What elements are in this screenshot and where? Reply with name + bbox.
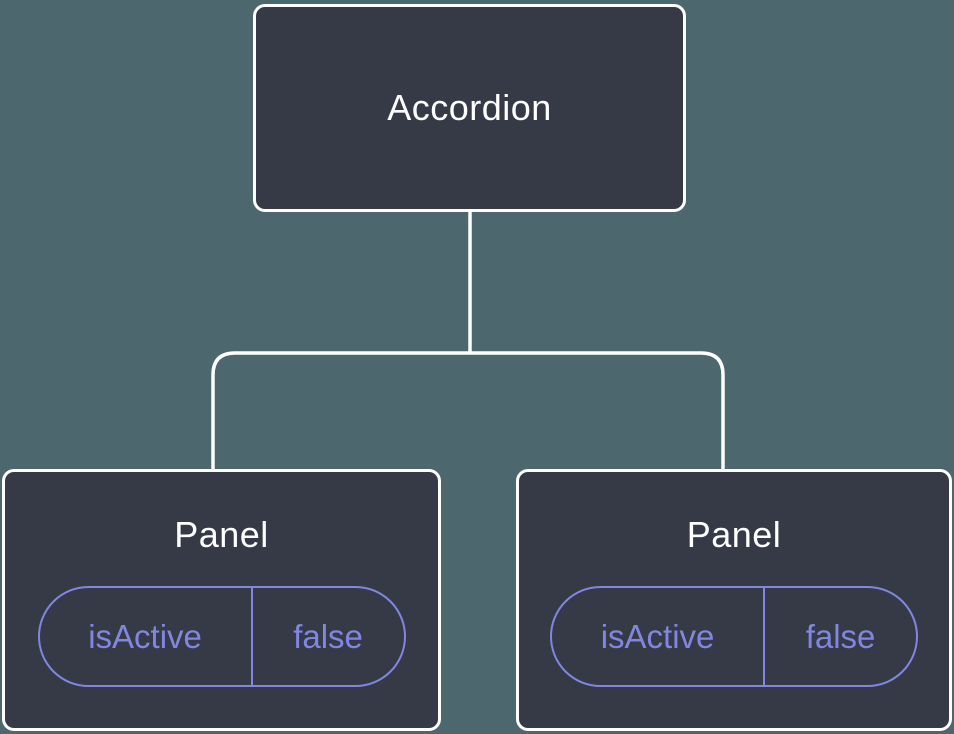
state-value: false bbox=[293, 617, 363, 655]
accordion-node-label: Accordion bbox=[387, 87, 552, 128]
connector-bracket bbox=[211, 351, 725, 470]
panel-right-label: Panel bbox=[686, 514, 782, 555]
accordion-node: Accordion bbox=[253, 4, 686, 212]
panel-right-state-pill: isActive false bbox=[550, 586, 918, 687]
panel-node-right: Panel isActive false bbox=[516, 469, 952, 731]
state-value: false bbox=[805, 617, 876, 655]
state-key: isActive bbox=[552, 588, 766, 685]
panel-left-state-pill: isActive false bbox=[37, 586, 406, 687]
panel-left-label: Panel bbox=[174, 514, 269, 555]
panel-node-left: Panel isActive false bbox=[2, 469, 441, 731]
state-key: isActive bbox=[40, 588, 253, 685]
